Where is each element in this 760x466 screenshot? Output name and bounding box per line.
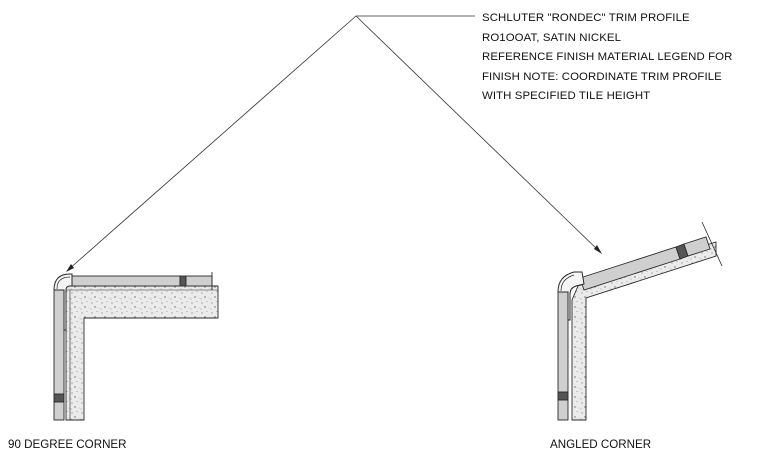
note-line-4: FINISH NOTE: COORDINATE TRIM PROFILE (482, 70, 722, 83)
leader-arrow-right (594, 245, 602, 254)
note-line-2: RO1OOAT, SATIN NICKEL (482, 31, 622, 44)
leader-lines (66, 15, 602, 272)
grout-joint (179, 275, 187, 287)
horizontal-tile-2 (185, 275, 213, 287)
note-line-5: WITH SPECIFIED TILE HEIGHT (482, 90, 651, 103)
callout-note: SCHLUTER "RONDEC" TRIM PROFILE RO1OOAT, … (482, 9, 752, 107)
vertical-tile-2 (53, 401, 65, 421)
caption-ninety-degree-corner: 90 DEGREE CORNER (8, 438, 127, 451)
horizontal-tile (71, 275, 181, 287)
leader-line-left (67, 15, 475, 271)
grout-joint (53, 393, 65, 403)
note-line-3: REFERENCE FINISH MATERIAL LEGEND FOR (482, 51, 733, 64)
caption-angled-corner: ANGLED CORNER (550, 438, 652, 451)
angled-corner-detail (557, 221, 723, 421)
note-line-1: SCHLUTER "RONDEC" TRIM PROFILE (482, 12, 690, 24)
grout-joint (557, 391, 569, 401)
trim-profile (53, 273, 73, 331)
substrate-board (65, 285, 219, 421)
trim-profile (557, 271, 585, 321)
vertical-tile (53, 289, 65, 403)
leader-line-right (355, 15, 601, 253)
vertical-tile-2 (557, 399, 569, 421)
ninety-degree-corner-detail (53, 272, 219, 421)
leader-arrow-left (66, 264, 74, 272)
vertical-tile (557, 291, 569, 401)
angled-tile-2 (683, 236, 711, 257)
